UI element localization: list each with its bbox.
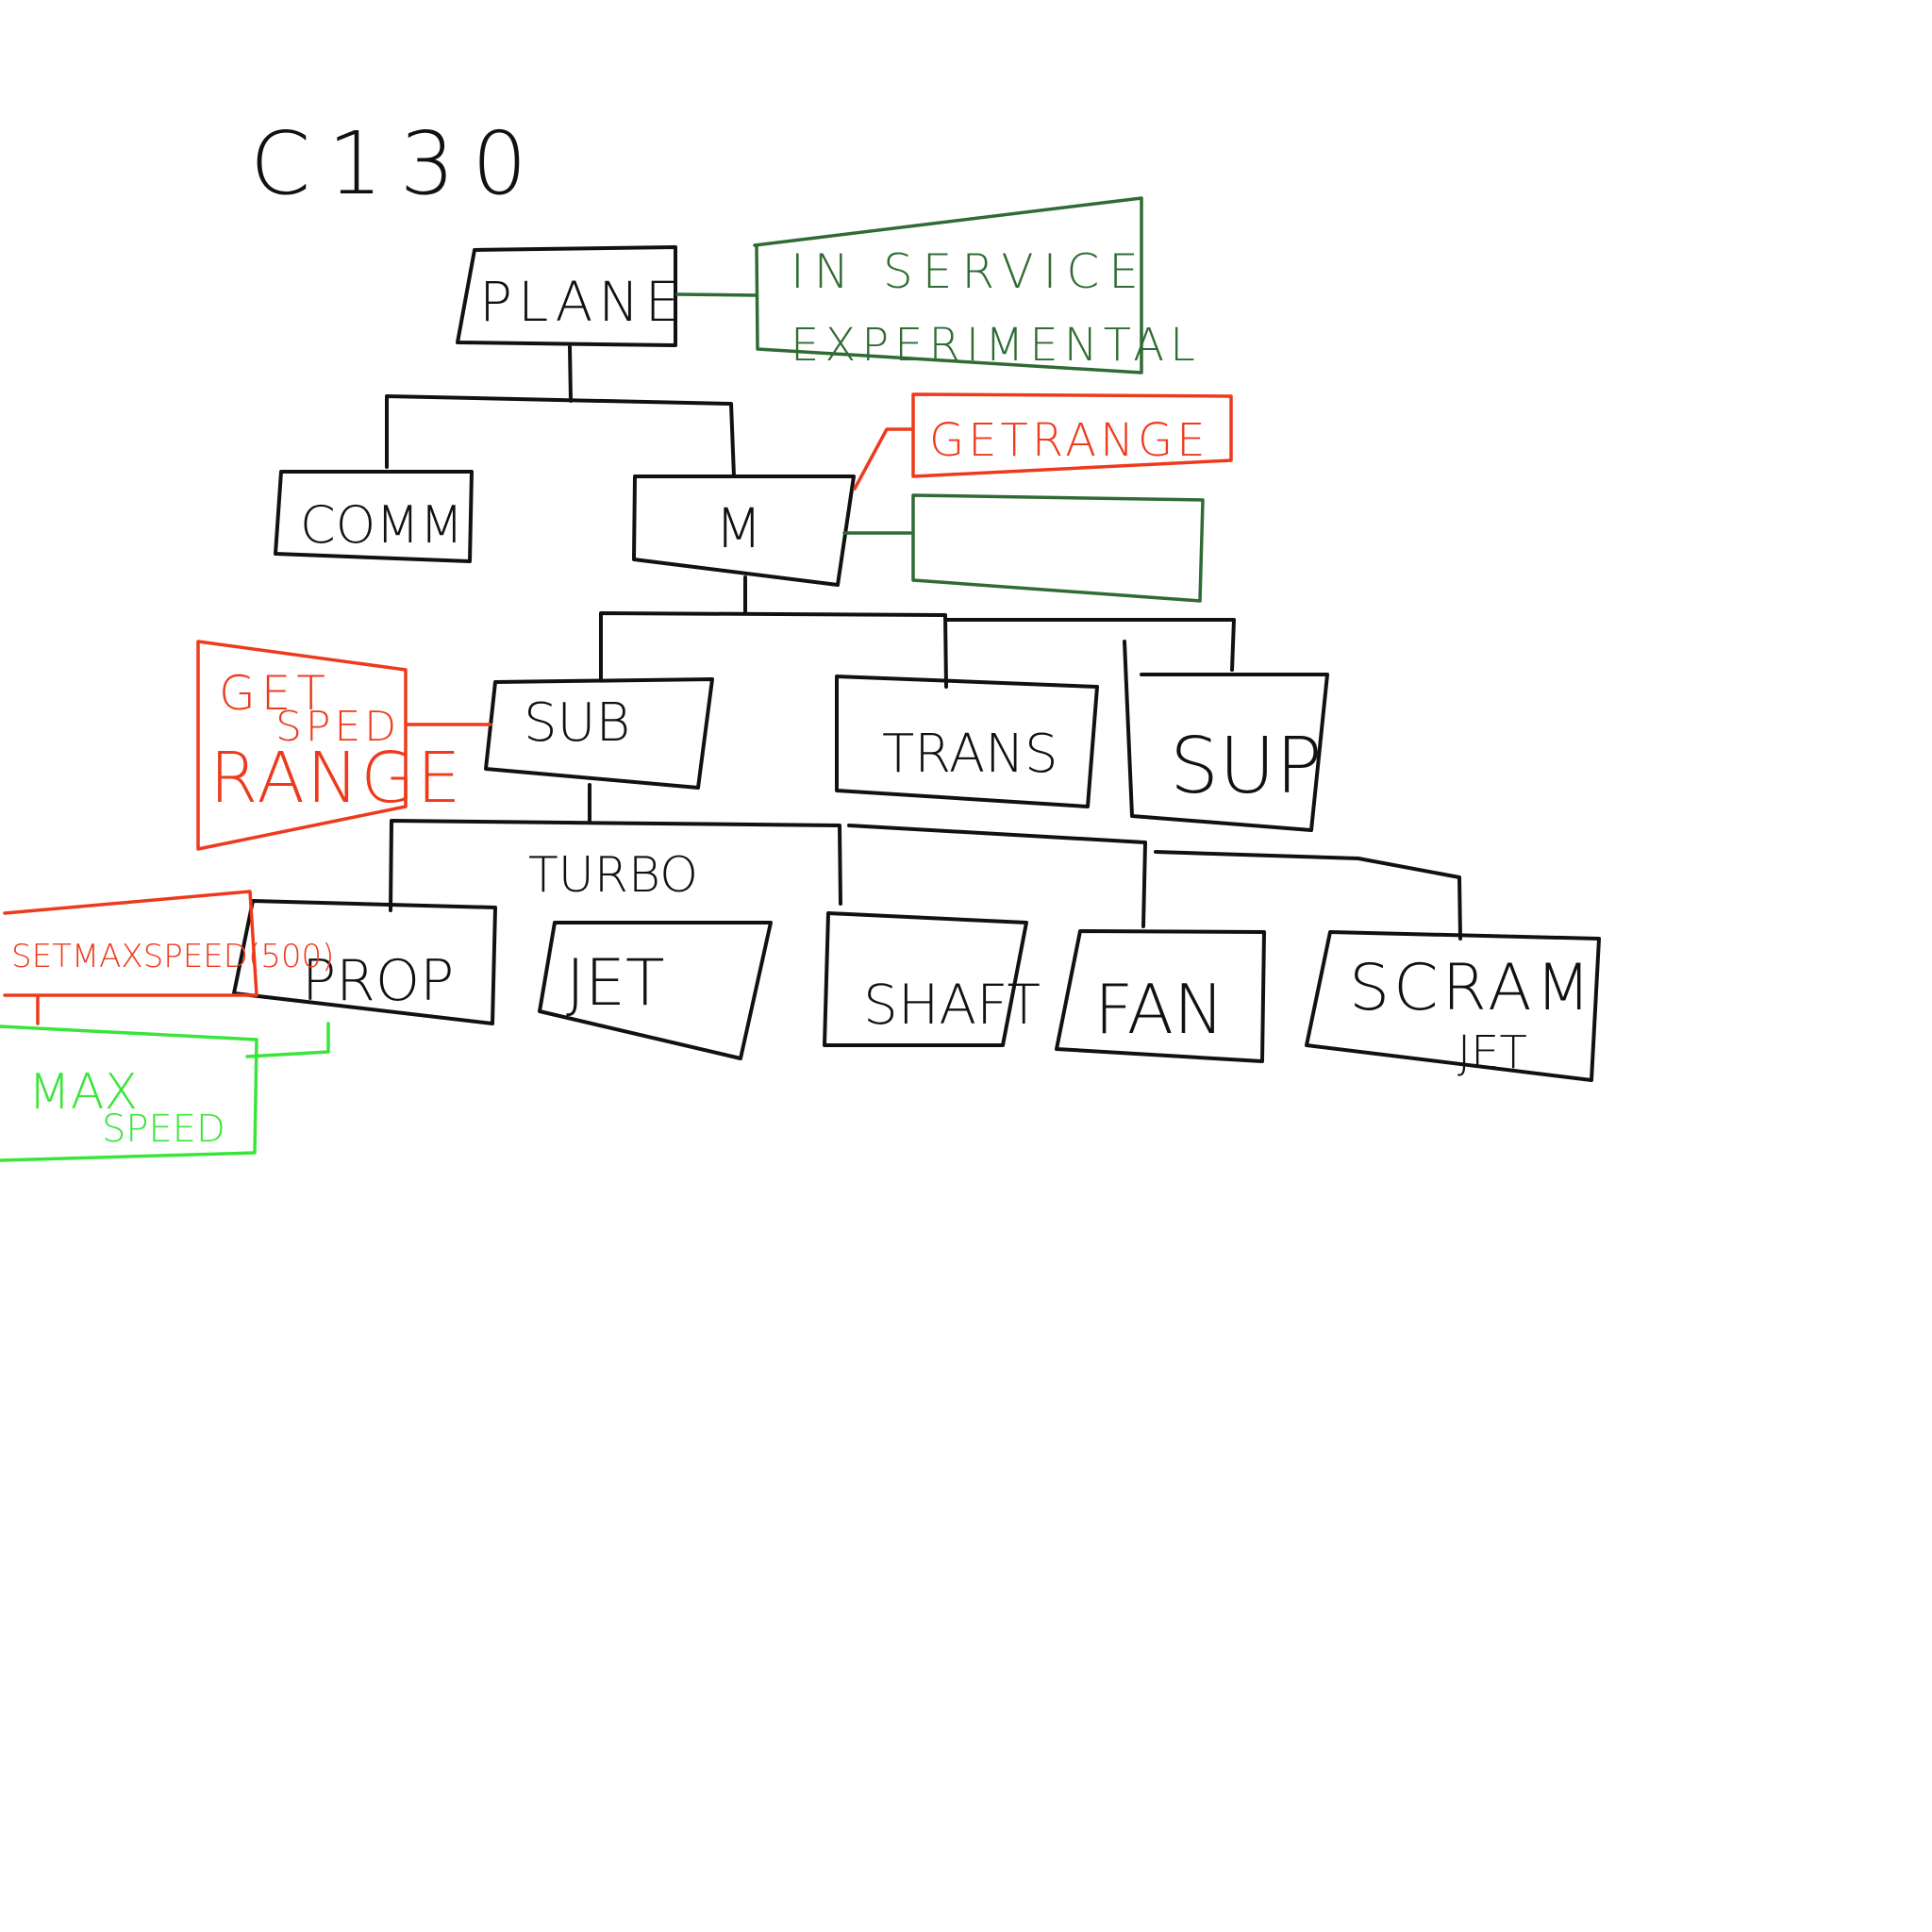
get-speed-range-line1: GET <box>219 666 331 721</box>
node-m-label: M <box>715 496 762 560</box>
node-jet: JET <box>538 921 773 1060</box>
node-plane: PLANE <box>456 245 685 347</box>
node-fan-label: FAN <box>1094 970 1224 1049</box>
node-comm: COMM <box>274 470 474 563</box>
connector-m-children <box>599 575 1236 689</box>
get-speed-range-line2: SPED <box>275 703 400 751</box>
diagram-title: C130 <box>250 113 544 214</box>
node-jet-label: JET <box>566 946 665 1021</box>
max-speed-box: MAX SPEED <box>0 1022 330 1162</box>
empty-box-m <box>842 493 1205 603</box>
connector-plane-children <box>385 345 736 478</box>
get-range-label: GETRANGE <box>929 414 1209 467</box>
node-scram-jet-label: JET <box>1457 1026 1527 1079</box>
in-service-label: IN SERVICE <box>791 244 1148 299</box>
in-service-experimental-box: IN SERVICE EXPERIMENTAL <box>675 196 1201 375</box>
set-max-speed-box: SETMAXSPEED(500) <box>3 890 334 1025</box>
node-scram: SCRAM JET <box>1305 930 1601 1082</box>
node-comm-label: COMM <box>300 495 463 555</box>
experimental-label: EXPERIMENTAL <box>791 319 1201 372</box>
node-shaft-label: SHAFT <box>863 973 1041 1037</box>
max-speed-line2: SPEED <box>102 1108 225 1151</box>
node-fan: FAN <box>1055 929 1266 1063</box>
node-prop: PROP <box>232 899 497 1025</box>
node-plane-label: PLANE <box>479 270 685 334</box>
node-sup-label: SUP <box>1170 722 1323 811</box>
node-prop-label: PROP <box>302 948 454 1014</box>
node-trans: TRANS <box>835 675 1099 808</box>
get-speed-range-box: GET SPED RANGE <box>196 640 492 851</box>
max-speed-line1: MAX <box>28 1064 138 1121</box>
node-sub: SUB <box>484 677 714 790</box>
node-sub-label: SUB <box>524 692 630 754</box>
node-shaft: SHAFT <box>823 911 1041 1047</box>
get-range-box: GETRANGE <box>853 392 1233 491</box>
node-m: M <box>632 475 856 587</box>
node-scram-label: SCRAM <box>1349 951 1594 1025</box>
node-sup: SUP <box>1123 640 1329 832</box>
turbo-label: TURBO <box>528 847 698 904</box>
get-speed-range-line3: RANGE <box>209 738 463 819</box>
set-max-speed-label: SETMAXSPEED(500) <box>11 938 334 975</box>
node-trans-label: TRANS <box>882 724 1058 785</box>
connector-sub-children <box>389 783 1462 941</box>
